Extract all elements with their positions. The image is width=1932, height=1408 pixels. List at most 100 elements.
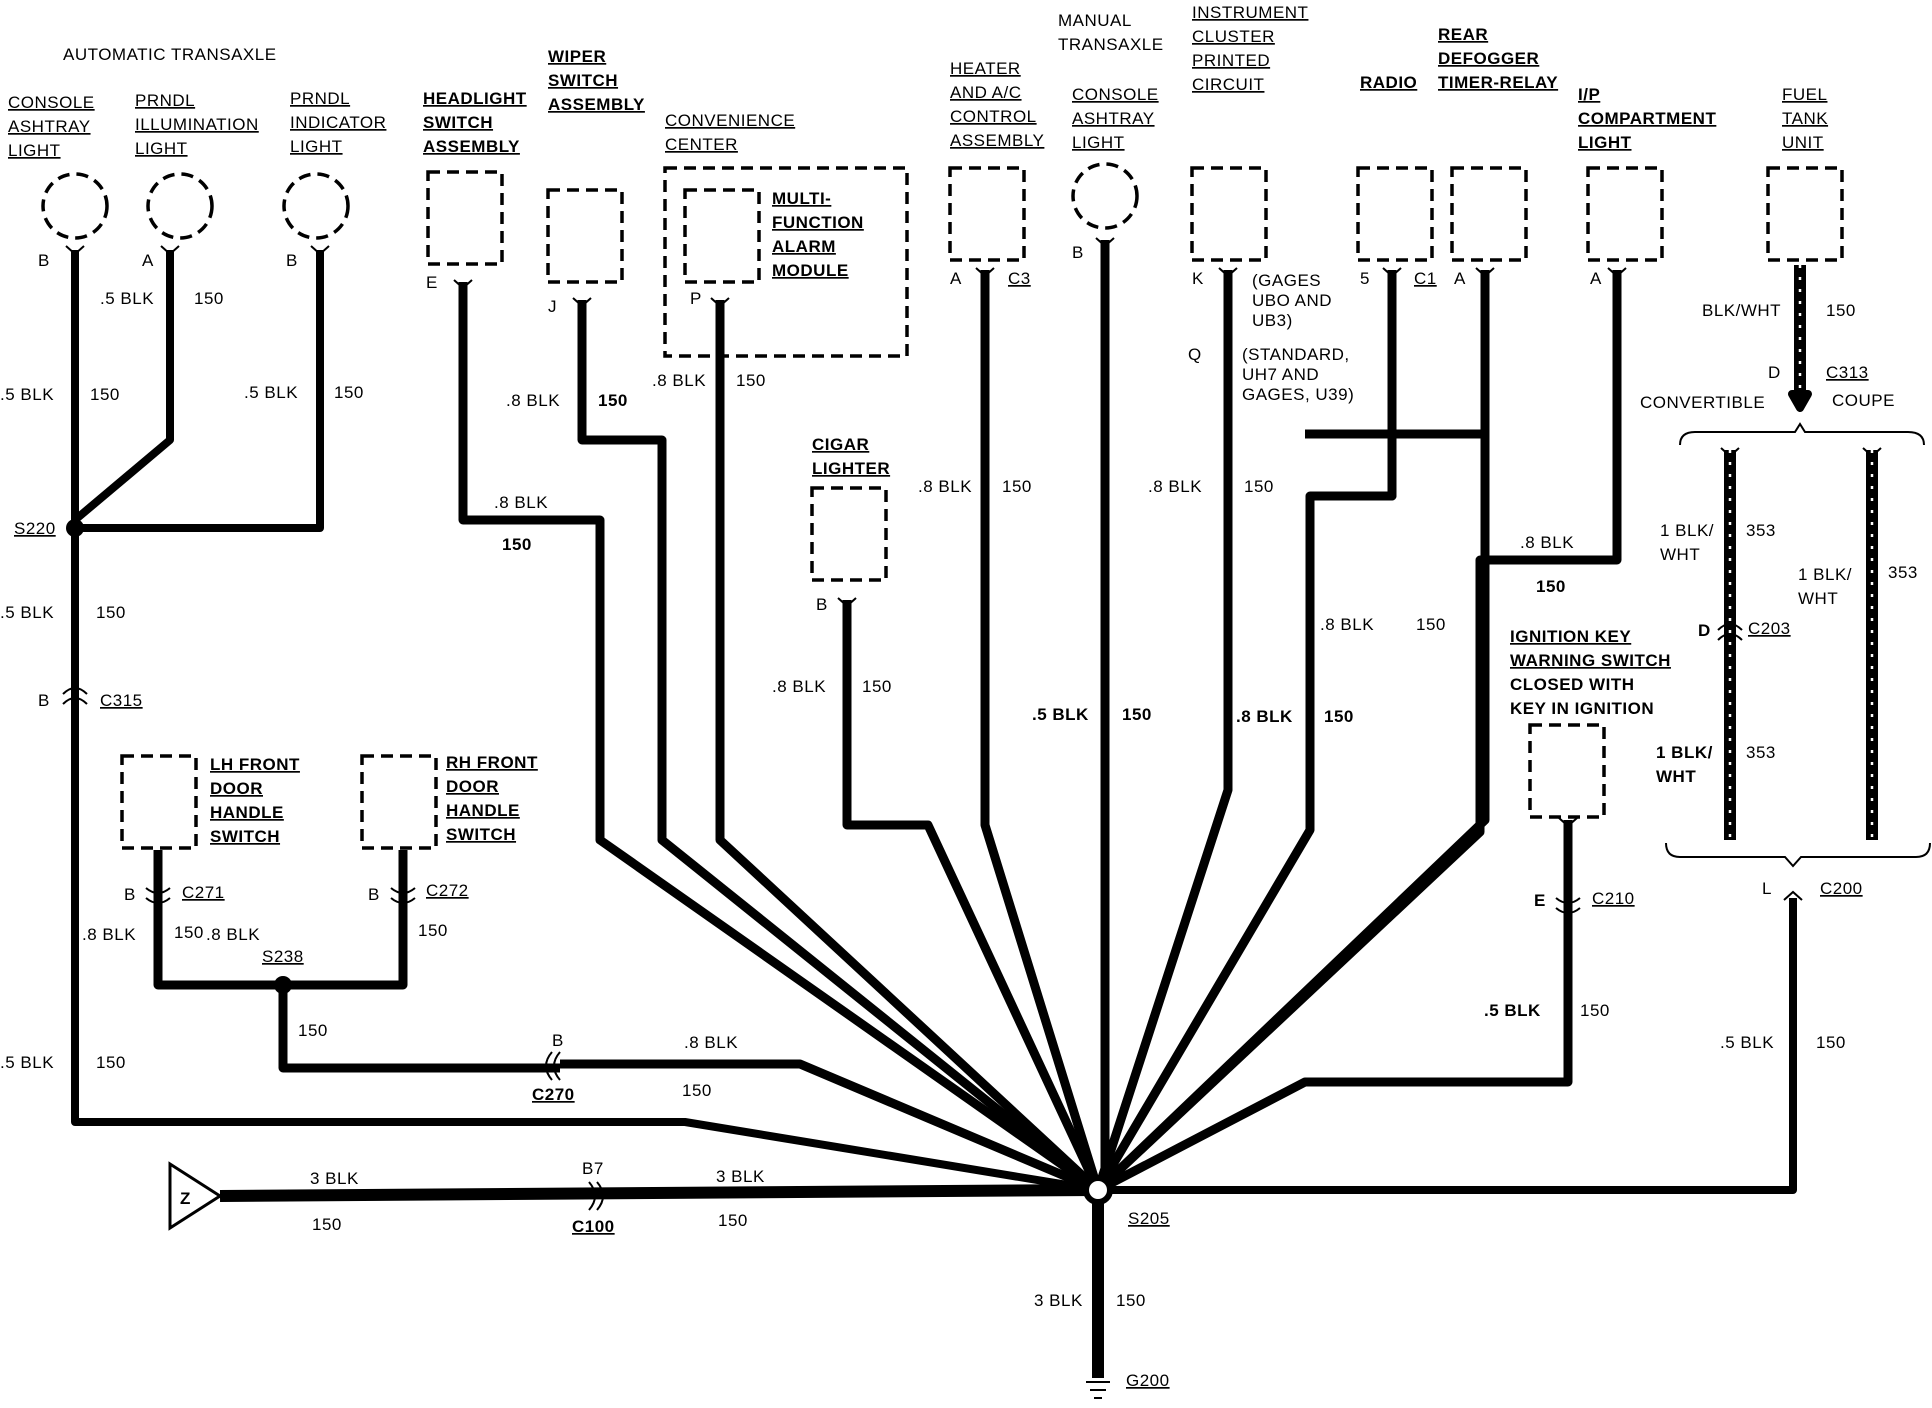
label-alarm-3: ALARM	[772, 237, 836, 256]
wire-ip-light	[1094, 270, 1622, 1194]
cluster-note-1: (GAGES	[1252, 271, 1321, 290]
pin-fork	[453, 279, 473, 290]
label-prndl-ind-2: INDICATOR	[290, 113, 386, 132]
wire-alarm	[715, 300, 1102, 1194]
wire-lbl: .8 BLK	[1520, 533, 1574, 552]
label-defogger-1: REAR	[1438, 25, 1488, 44]
prndl-illumination-light-icon	[146, 172, 214, 240]
wire-radio-fan	[1310, 270, 1397, 501]
pin-a2: A	[950, 269, 962, 288]
pin-b5: B	[38, 691, 50, 710]
pin-d2: D	[1698, 621, 1711, 640]
label-console-auto-2: ASHTRAY	[8, 117, 91, 136]
wire-lbl: 150	[418, 921, 448, 940]
wire-lbl: .5 BLK	[1032, 705, 1089, 724]
wire-lbl: 150	[1416, 615, 1446, 634]
conn-c210: C210	[1592, 889, 1635, 908]
wire-lbl: 150	[1244, 477, 1274, 496]
header-manual-transaxle-1: MANUAL	[1058, 11, 1132, 30]
wire-lbl: .5 BLK	[0, 1053, 54, 1072]
wire-lbl: 150	[718, 1211, 748, 1230]
connector-c210	[1555, 897, 1581, 914]
pin-l: L	[1762, 879, 1772, 898]
label-lh-4: SWITCH	[210, 827, 280, 846]
label-headlight-2: SWITCH	[423, 113, 493, 132]
defogger-box	[1450, 166, 1528, 262]
pin-a1: A	[142, 251, 154, 270]
wire-lbl: .8 BLK	[494, 493, 548, 512]
wire-lbl: .8 BLK	[772, 677, 826, 696]
cluster-note-5: UH7 AND	[1242, 365, 1319, 384]
pin-e2: E	[1534, 891, 1546, 910]
pin-b7c: B7	[582, 1159, 604, 1178]
pin-fork	[710, 297, 730, 308]
label-console-auto: CONSOLE	[8, 93, 95, 112]
wire-lbl: 150	[1536, 577, 1566, 596]
wire-prndl-illum-s220	[72, 250, 174, 524]
cluster-note-2: UBO AND	[1252, 291, 1332, 310]
wire-lbl: 150	[1122, 705, 1152, 724]
label-headlight-3: ASSEMBLY	[423, 137, 520, 156]
wires	[71, 240, 1931, 1378]
connector-c100	[588, 1181, 604, 1211]
wire-lbl: .8 BLK	[918, 477, 972, 496]
pin-a3: A	[1454, 269, 1466, 288]
label-ip-3: LIGHT	[1578, 133, 1632, 152]
cluster-note-3: UB3)	[1252, 311, 1293, 330]
wire-lbl: 1 BLK/	[1660, 521, 1714, 540]
pin-b6: B	[124, 885, 136, 904]
wire-lbl: 150	[194, 289, 224, 308]
label-cluster-2: CLUSTER	[1192, 27, 1275, 46]
pin-k: K	[1192, 269, 1204, 288]
label-defogger-3: TIMER-RELAY	[1438, 73, 1558, 92]
label-ip-2: COMPARTMENT	[1578, 109, 1716, 128]
wire-lbl: .8 BLK	[684, 1033, 738, 1052]
fuel-tank-unit-box	[1766, 166, 1844, 262]
label-prndl-illum-3: LIGHT	[135, 139, 188, 158]
pin-b1: B	[38, 251, 50, 270]
label-alarm-1: MULTI-	[772, 189, 831, 208]
splice-s205-dot	[1083, 1175, 1113, 1205]
label-rh-4: SWITCH	[446, 825, 516, 844]
wire-lbl: 150	[90, 385, 120, 404]
label-prndl-ind-3: LIGHT	[290, 137, 343, 156]
wire-lbl: 3 BLK	[716, 1167, 765, 1186]
wire-lh-door-s238	[153, 850, 283, 990]
label-coupe: COUPE	[1832, 391, 1895, 410]
wire-s205-c200	[1098, 898, 1797, 1194]
label-rh-2: DOOR	[446, 777, 499, 796]
label-rh-3: HANDLE	[446, 801, 520, 820]
splice-s220: S220	[14, 519, 56, 538]
wire-lbl: 1 BLK/	[1656, 743, 1713, 762]
wire-lbl: .8 BLK	[82, 925, 136, 944]
connector-marks	[62, 237, 1882, 1399]
wire-lbl: 150	[96, 1053, 126, 1072]
label-alarm-2: FUNCTION	[772, 213, 864, 232]
wire-wiper	[577, 300, 1101, 1194]
label-cigar-1: CIGAR	[812, 435, 869, 454]
label-prndl-ind-1: PRNDL	[290, 89, 350, 108]
pin-fork	[1607, 267, 1627, 278]
label-ign-3: CLOSED WITH	[1510, 675, 1635, 694]
wire-lbl: WHT	[1798, 589, 1838, 608]
heater-control-box	[948, 166, 1026, 262]
wire-lbl: .5 BLK	[244, 383, 298, 402]
label-prndl-illum-1: PRNDL	[135, 91, 195, 110]
wire-s238-c270	[278, 985, 560, 1073]
label-heater-4: ASSEMBLY	[950, 131, 1044, 150]
label-convenience-2: CENTER	[665, 135, 738, 154]
console-ashtray-light-manual-icon	[1071, 162, 1139, 230]
label-convenience-1: CONVENIENCE	[665, 111, 795, 130]
splice-s220-dot	[66, 519, 84, 537]
wire-rh-door-s238	[283, 850, 408, 990]
label-console-auto-3: LIGHT	[8, 141, 61, 160]
pin-fork	[1095, 237, 1115, 248]
header-manual-transaxle-2: TRANSAXLE	[1058, 35, 1164, 54]
wire-lbl: 150	[598, 391, 628, 410]
wire-prndl-ind-s220	[75, 250, 324, 532]
pin-fork	[1382, 267, 1402, 278]
rh-door-switch-box	[360, 754, 438, 850]
conn-c271: C271	[182, 883, 225, 902]
connector-c271	[145, 887, 171, 904]
